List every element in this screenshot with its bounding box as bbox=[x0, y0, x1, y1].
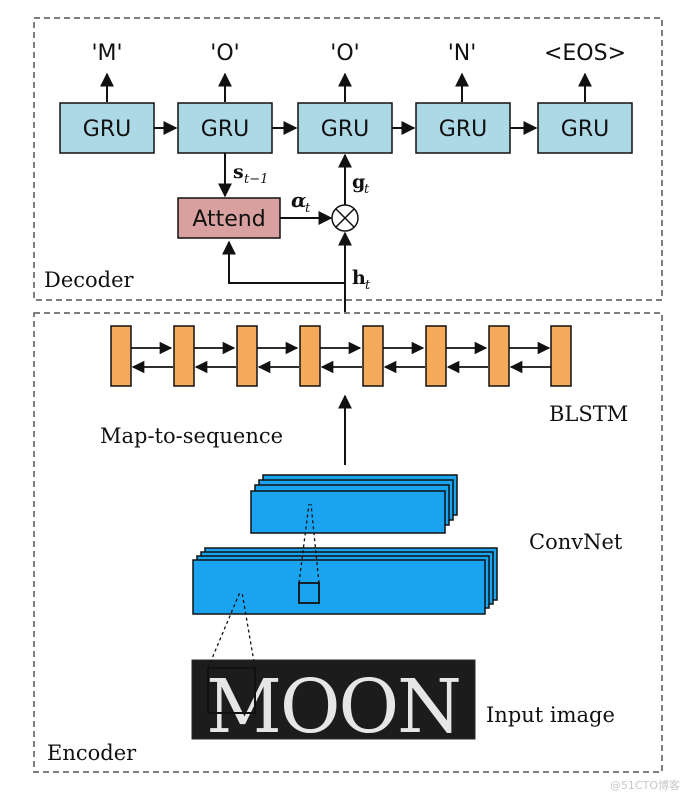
svg-text:α: α bbox=[291, 188, 306, 212]
blstm-cell-3 bbox=[236, 325, 258, 387]
gru-cell-4: GRU bbox=[415, 102, 511, 154]
decoder-output-2: 'O' bbox=[210, 41, 239, 66]
decoder-output-5: <EOS> bbox=[544, 41, 626, 66]
convnet-top-stack bbox=[250, 474, 458, 534]
decoder-output-3: 'O' bbox=[330, 41, 359, 66]
receptive-field-upper bbox=[298, 503, 320, 604]
state-label: s t−1 bbox=[233, 161, 268, 187]
blstm-cell-2 bbox=[173, 325, 195, 387]
svg-text:Attend: Attend bbox=[192, 207, 265, 232]
convnet-bottom-stack bbox=[192, 547, 498, 615]
attend-box: Attend bbox=[177, 197, 281, 239]
encoder-label: Encoder bbox=[47, 741, 137, 765]
blstm-links bbox=[131, 341, 551, 374]
encoder-panel bbox=[33, 312, 663, 773]
gru-cell-5: GRU bbox=[537, 102, 633, 154]
input-image-label: Input image bbox=[486, 703, 615, 727]
blstm-cell-8 bbox=[550, 325, 572, 387]
context-label: g t bbox=[352, 171, 370, 197]
svg-text:GRU: GRU bbox=[83, 117, 131, 142]
svg-text:MOON: MOON bbox=[206, 664, 460, 750]
svg-text:h: h bbox=[352, 267, 366, 289]
blstm-cell-6 bbox=[425, 325, 447, 387]
svg-text:s: s bbox=[233, 161, 244, 183]
convnet-label: ConvNet bbox=[529, 530, 623, 554]
map-to-sequence-label: Map-to-sequence bbox=[100, 424, 283, 448]
blstm-cell-4 bbox=[299, 325, 321, 387]
h-feed-line bbox=[222, 240, 346, 312]
svg-text:GRU: GRU bbox=[201, 117, 249, 142]
svg-text:g: g bbox=[352, 171, 365, 193]
decoder-label: Decoder bbox=[44, 268, 135, 292]
svg-text:t: t bbox=[365, 278, 371, 293]
alpha-label: α t bbox=[291, 188, 311, 216]
svg-text:GRU: GRU bbox=[439, 117, 487, 142]
blstm-label: BLSTM bbox=[549, 402, 628, 426]
svg-text:t: t bbox=[305, 201, 311, 216]
svg-text:t−1: t−1 bbox=[244, 172, 268, 187]
gru-cell-3: GRU bbox=[297, 102, 393, 154]
blstm-cell-7 bbox=[488, 325, 510, 387]
input-image: MOON bbox=[191, 659, 476, 750]
otimes-node bbox=[331, 204, 359, 232]
gru-cell-2: GRU bbox=[177, 102, 273, 154]
decoder-output-1: 'M' bbox=[91, 41, 122, 66]
svg-text:GRU: GRU bbox=[321, 117, 369, 142]
blstm-cell-1 bbox=[110, 325, 132, 387]
gru-cell-1: GRU bbox=[59, 102, 155, 154]
watermark-text: @51CTO博客 bbox=[610, 778, 680, 792]
svg-text:GRU: GRU bbox=[561, 117, 609, 142]
receptive-field-lower bbox=[207, 591, 256, 714]
decoder-panel bbox=[33, 17, 663, 301]
decoder-output-4: 'N' bbox=[448, 41, 477, 66]
blstm-cell-5 bbox=[362, 325, 384, 387]
h-label: h t bbox=[352, 267, 371, 293]
svg-text:t: t bbox=[364, 182, 370, 197]
